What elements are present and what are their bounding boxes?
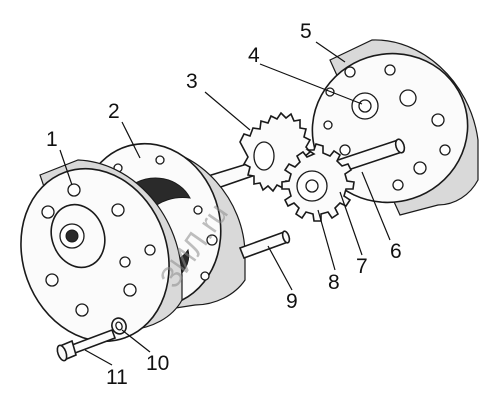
label-4: 4	[248, 44, 260, 67]
part-11-bolt	[56, 328, 117, 362]
leader-11	[84, 349, 113, 366]
leader-3	[204, 91, 251, 131]
label-9: 9	[286, 290, 298, 313]
part-1-front-cover	[20, 159, 183, 343]
label-8: 8	[328, 271, 340, 294]
label-11: 11	[106, 366, 128, 389]
part-5-rear-cover	[311, 39, 479, 216]
label-10: 10	[146, 352, 169, 375]
leader-6	[361, 171, 391, 241]
leader-10	[121, 329, 151, 353]
leader-8	[317, 209, 336, 271]
leader-2	[121, 121, 141, 159]
leader-4	[259, 63, 363, 105]
leader-1	[59, 149, 73, 186]
label-2: 2	[108, 100, 120, 123]
label-1: 1	[46, 128, 58, 151]
label-6: 6	[390, 240, 402, 263]
label-5: 5	[300, 20, 312, 43]
leader-9	[267, 245, 293, 291]
part-8-lower-gear	[281, 143, 355, 222]
leader-5	[315, 41, 346, 63]
leader-7	[339, 191, 363, 256]
leader-lines	[59, 41, 391, 366]
part-9-pin	[238, 230, 291, 260]
label-3: 3	[186, 70, 198, 93]
label-7: 7	[356, 255, 368, 278]
